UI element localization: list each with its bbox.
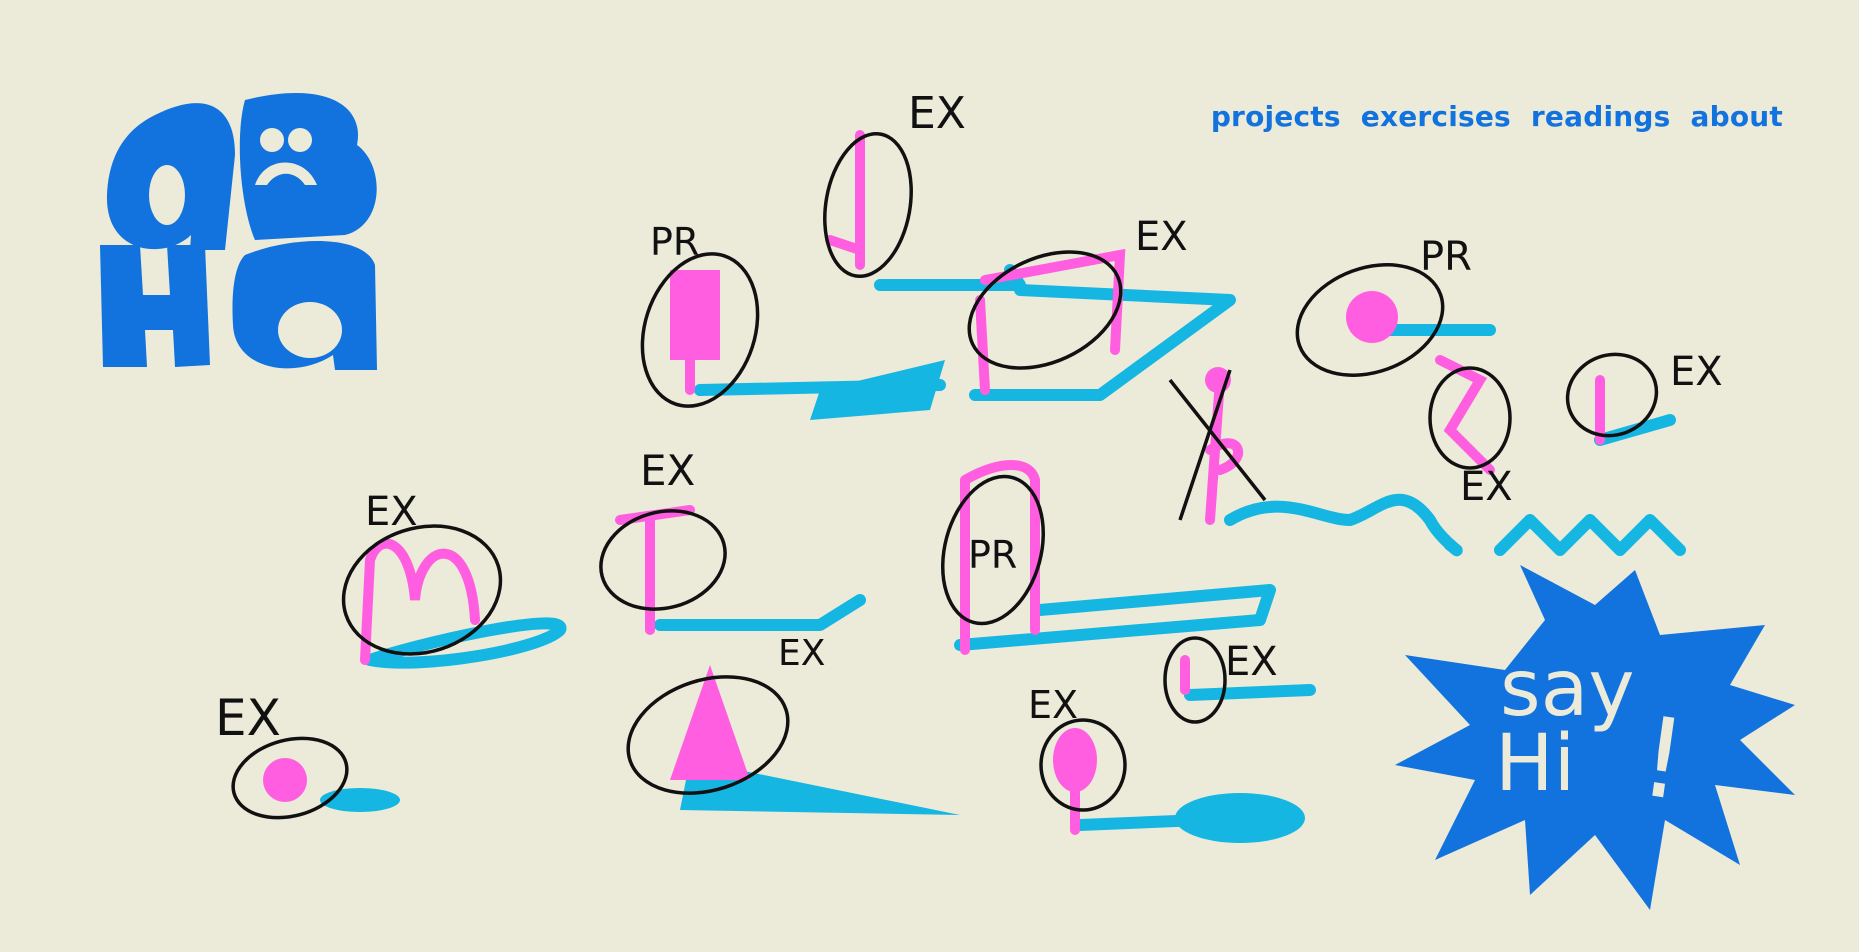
node-ex-6[interactable] xyxy=(590,497,737,622)
tag-pr-3: PR xyxy=(968,533,1017,577)
tag-ex-9: EX xyxy=(1028,683,1078,727)
node-ex-4[interactable] xyxy=(1556,342,1668,448)
say-hi-line2: Hi xyxy=(1495,719,1575,809)
tag-pr-1: PR xyxy=(650,220,699,264)
node-ex-7[interactable] xyxy=(1163,636,1227,724)
node-ex-10[interactable] xyxy=(224,726,356,829)
tag-pr-2: PR xyxy=(1420,234,1472,280)
node-ex-5[interactable] xyxy=(327,506,517,673)
node-ex-8[interactable] xyxy=(613,657,803,812)
node-pr-2[interactable] xyxy=(1282,245,1459,394)
node-ex-3[interactable] xyxy=(1428,366,1512,470)
nav-readings[interactable]: readings xyxy=(1530,100,1671,133)
node-ex-9[interactable] xyxy=(1039,718,1127,812)
node-ex-1[interactable] xyxy=(814,127,922,283)
node-ex-2[interactable] xyxy=(951,229,1140,391)
main-nav: projects exercises readings about xyxy=(1211,100,1783,133)
tag-ex-10: EX xyxy=(215,689,281,747)
tag-ex-3: EX xyxy=(1460,464,1513,510)
node-pr-1[interactable] xyxy=(624,239,777,421)
nav-exercises[interactable]: exercises xyxy=(1360,100,1511,133)
tag-ex-5: EX xyxy=(365,489,418,535)
tag-ex-4: EX xyxy=(1670,349,1723,395)
tag-ex-7: EX xyxy=(1225,639,1278,685)
tag-ex-6: EX xyxy=(640,446,695,495)
say-hi-line1: say xyxy=(1500,644,1635,734)
tag-ex-1: EX xyxy=(908,88,966,139)
tag-ex-2: EX xyxy=(1135,214,1188,260)
say-hi-button[interactable]: say Hi ! xyxy=(1395,565,1815,915)
abha-logo[interactable] xyxy=(95,85,455,445)
node-pr-3[interactable] xyxy=(927,465,1059,635)
tag-ex-8: EX xyxy=(778,633,825,674)
nav-projects[interactable]: projects xyxy=(1210,100,1341,133)
nav-about[interactable]: about xyxy=(1690,100,1783,133)
